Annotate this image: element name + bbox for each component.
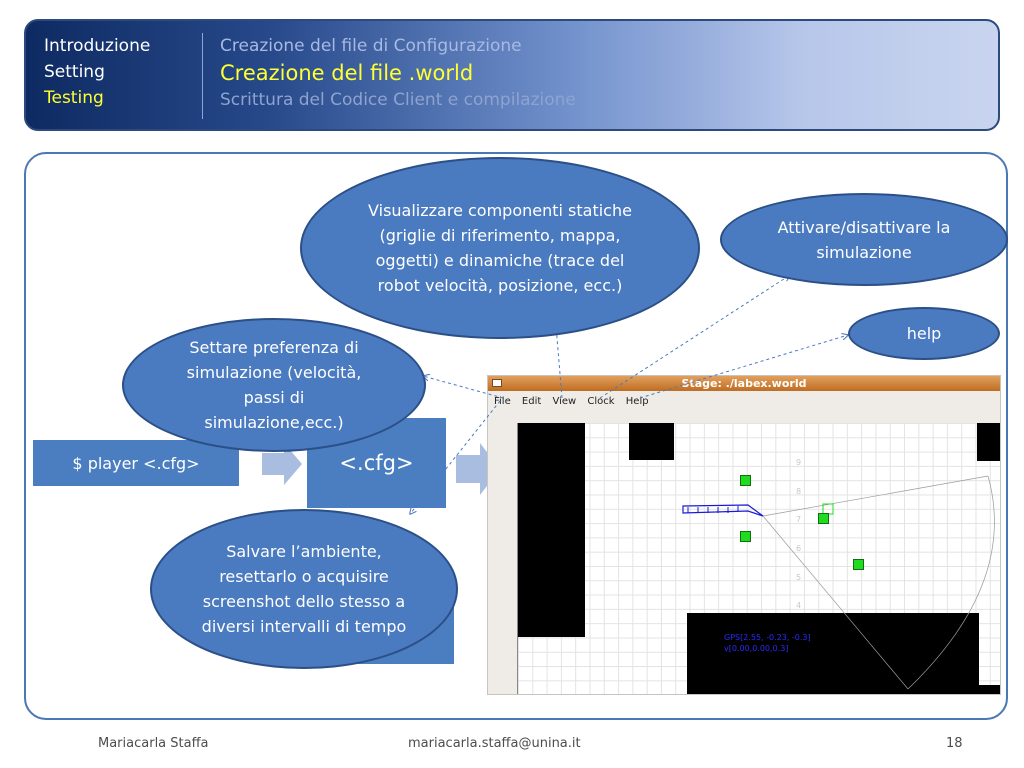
header-divider — [202, 33, 203, 119]
callout-attivare: Attivare/disattivare la simulazione — [720, 193, 1008, 286]
nav-item-setting[interactable]: Setting — [44, 62, 105, 82]
green-object — [740, 531, 751, 542]
callout-help: help — [848, 307, 1000, 360]
menu-edit[interactable]: Edit — [521, 396, 542, 407]
subsection-nav: Creazione del file di Configurazione Cre… — [220, 33, 576, 113]
subsection-world-file[interactable]: Creazione del file .world — [220, 61, 474, 85]
cfg-box-label: <.cfg> — [339, 451, 414, 475]
subsection-configurazione[interactable]: Creazione del file di Configurazione — [220, 36, 522, 56]
callout-salvare: Salvare l’ambiente, resettarlo o acquisi… — [150, 509, 458, 669]
nav-item-testing[interactable]: Testing — [44, 88, 104, 108]
callout-attivare-text: Attivare/disattivare la simulazione — [777, 217, 951, 262]
callout-visualizzare-text: Visualizzare componenti statiche (grigli… — [368, 201, 632, 295]
player-command-label: $ player <.cfg> — [72, 453, 200, 473]
obstacle-bottom-right — [979, 685, 1000, 694]
axis-number-7: 7 — [796, 515, 802, 524]
axis-number-6: 6 — [796, 544, 802, 553]
menu-clock[interactable]: Clock — [587, 396, 615, 407]
stage-titlebar: Stage: ./labex.world — [488, 376, 1000, 391]
footer-page-number: 18 — [946, 736, 963, 751]
callout-settare: Settare preferenza di simulazione (veloc… — [122, 318, 426, 452]
stage-window: Stage: ./labex.world File Edit View Cloc… — [487, 375, 1001, 695]
obstacle-wall-left — [518, 423, 585, 637]
section-nav: Introduzione Setting Testing — [44, 33, 150, 111]
axis-number-8: 8 — [796, 487, 802, 496]
obstacle-bottom — [687, 613, 979, 694]
axis-number-9: 9 — [796, 458, 802, 467]
green-object — [740, 475, 751, 486]
axis-number-5: 5 — [796, 573, 802, 582]
subsection-client-code[interactable]: Scrittura del Codice Client e compilazio… — [220, 90, 576, 110]
stage-menubar: File Edit View Clock Help — [488, 391, 1000, 412]
axis-number-4: 4 — [796, 601, 802, 610]
player-command-box: $ player <.cfg> — [33, 440, 239, 486]
stage-title: Stage: ./labex.world — [681, 377, 807, 390]
green-object — [818, 513, 829, 524]
velocity-text: v[0.00,0.00,0.3] — [724, 644, 789, 653]
footer-author: Mariacarla Staffa — [98, 736, 209, 751]
laser-sweep-overlay — [682, 475, 995, 690]
obstacle-top — [629, 423, 674, 460]
gps-readout: GPS[2.55, -0.23, -0.3] v[0.00,0.00,0.3] — [724, 632, 811, 654]
callout-help-text: help — [906, 324, 942, 343]
nav-item-introduzione[interactable]: Introduzione — [44, 36, 151, 56]
simulation-canvas[interactable]: 9 8 7 6 5 4 GPS[2.55, -0.23, -0.3] v[0.0… — [517, 423, 1000, 694]
callout-settare-text: Settare preferenza di simulazione (veloc… — [186, 338, 362, 432]
header-bar: Introduzione Setting Testing Creazione d… — [24, 19, 1000, 131]
footer-email: mariacarla.staffa@unina.it — [408, 736, 581, 751]
gps-text: GPS[2.55, -0.23, -0.3] — [724, 633, 811, 642]
callout-salvare-text: Salvare l’ambiente, resettarlo o acquisi… — [201, 542, 407, 636]
menu-view[interactable]: View — [552, 396, 577, 407]
callout-visualizzare: Visualizzare componenti statiche (grigli… — [300, 157, 700, 339]
green-object — [853, 559, 864, 570]
menu-help[interactable]: Help — [625, 396, 649, 407]
menu-file[interactable]: File — [494, 396, 511, 407]
obstacle-top-right — [977, 423, 1000, 461]
block-arrow-right-icon — [262, 443, 302, 485]
